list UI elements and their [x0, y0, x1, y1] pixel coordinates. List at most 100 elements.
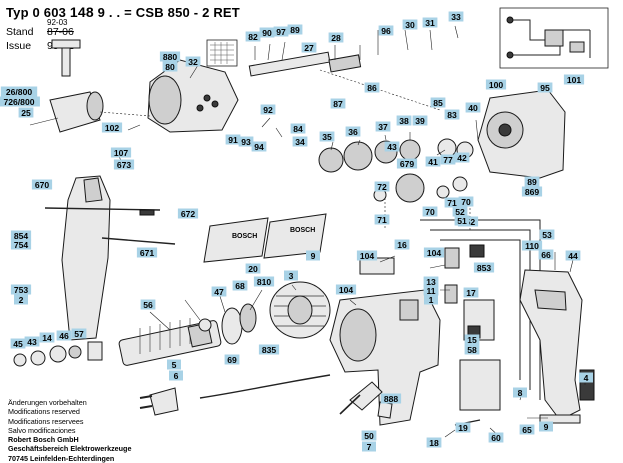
callout-65: 65: [519, 424, 535, 435]
callout-text: 45: [13, 339, 23, 349]
auxiliary-handle: [44, 175, 176, 341]
callout-text: 110: [525, 241, 539, 251]
callout-text: 70: [425, 207, 435, 217]
callout-70: 70: [422, 206, 438, 217]
callout-text: 86: [367, 83, 377, 93]
callout-72: 72: [374, 181, 390, 192]
callout-60: 60: [488, 432, 504, 443]
callout-text: 57: [74, 329, 84, 339]
armature: [118, 318, 222, 366]
gearbox-cover: [477, 89, 566, 179]
callout-text: 9: [311, 251, 316, 261]
callout-94: 94: [251, 141, 267, 152]
callout-text: 37: [378, 122, 388, 132]
callout-text: 96: [381, 26, 391, 36]
callout-101: 101: [563, 74, 585, 85]
callout-44: 44: [565, 250, 581, 261]
callout-92: 92: [260, 104, 276, 115]
callout-text: 41: [428, 157, 438, 167]
callout-text: 36: [348, 127, 358, 137]
callout-86: 86: [364, 82, 380, 93]
depth-stop: [339, 381, 393, 419]
callout-text: 82: [248, 32, 258, 42]
callout-text: 3: [289, 271, 294, 281]
callout-87: 87: [330, 98, 346, 109]
callout-text: 102: [105, 123, 120, 133]
callout-2: 2: [14, 294, 28, 305]
callout-text: 91: [228, 135, 238, 145]
footer-company-2: Geschäftsbereich Elektrowerkzeuge: [8, 444, 132, 454]
callout-text: 8: [518, 388, 523, 398]
chuck-key: [51, 39, 81, 77]
callout-671: 671: [136, 247, 158, 258]
wiring-schematic: [499, 7, 609, 69]
callout-text: 888: [384, 394, 399, 404]
callout-text: 70: [461, 197, 471, 207]
callout-52: 52: [452, 206, 468, 217]
callout-40: 40: [465, 102, 481, 113]
callout-28: 28: [328, 32, 344, 43]
callout-text: 89: [527, 177, 537, 187]
callout-text: 32: [188, 57, 198, 67]
callout-16: 16: [394, 239, 410, 250]
callout-text: 34: [295, 137, 305, 147]
issue-label: Issue: [6, 40, 32, 52]
callout-39: 39: [412, 115, 428, 126]
callout-text: 754: [14, 240, 29, 250]
callout-880: 880: [159, 51, 181, 62]
callout-42: 42: [454, 152, 470, 163]
callout-text: 56: [143, 300, 153, 310]
footer-company-1: Robert Bosch GmbH: [8, 435, 79, 445]
callout-text: 92: [263, 105, 273, 115]
callout-text: 83: [447, 110, 457, 120]
callout-text: 869: [525, 187, 540, 197]
callout-text: 31: [425, 18, 435, 28]
diagram-title: Typ 0 603 148 9 . . = CSB 850 - 2 RET: [6, 4, 240, 20]
callout-34: 34: [292, 136, 308, 147]
callout-text: 65: [522, 425, 532, 435]
callout-text: 47: [214, 287, 224, 297]
callout-69: 69: [224, 354, 240, 365]
callout-text: 670: [35, 180, 50, 190]
callout-text: 94: [254, 142, 264, 152]
switch-assembly: [420, 219, 541, 411]
callout-68: 68: [232, 280, 248, 291]
callout-50: 50: [361, 430, 377, 441]
callout-text: 671: [140, 248, 155, 258]
callout-text: 27: [304, 43, 314, 53]
callout-text: 71: [377, 215, 387, 225]
callout-33: 33: [448, 11, 464, 22]
callout-13: 13: [423, 276, 439, 287]
gear-housing: [147, 59, 239, 133]
callout-26-800: 26/800: [0, 86, 38, 97]
callout-text: 43: [27, 337, 37, 347]
callout-104: 104: [335, 284, 357, 295]
callout-726-800: 726/800: [0, 96, 40, 107]
brush-plate: [206, 39, 238, 67]
callout-46: 46: [56, 330, 72, 341]
nameplates: BOSCH BOSCH: [203, 213, 327, 263]
callout-58: 58: [464, 344, 480, 355]
callout-text: 42: [457, 153, 467, 163]
callout-text: 58: [467, 345, 477, 355]
callout-3: 3: [284, 270, 298, 281]
title-suffix: 9 . . = CSB 850 - 2 RET: [93, 5, 240, 20]
footer-notes: Änderungen vorbehalten Modifications res…: [8, 398, 131, 463]
callout-7: 7: [362, 441, 376, 452]
callout-text: 1: [429, 295, 434, 305]
callout-110: 110: [521, 240, 543, 251]
callout-672: 672: [177, 208, 199, 219]
callout-text: 672: [181, 209, 196, 219]
callout-text: 93: [241, 137, 251, 147]
callout-8: 8: [513, 387, 527, 398]
title-bold: 148: [69, 4, 94, 20]
callout-text: 880: [163, 52, 178, 62]
callout-71: 71: [444, 197, 460, 208]
callout-text: 2: [19, 295, 24, 305]
callout-text: 52: [455, 207, 465, 217]
callout-869: 869: [521, 186, 543, 197]
field-coil: [269, 281, 331, 339]
callout-854: 854: [10, 230, 32, 241]
